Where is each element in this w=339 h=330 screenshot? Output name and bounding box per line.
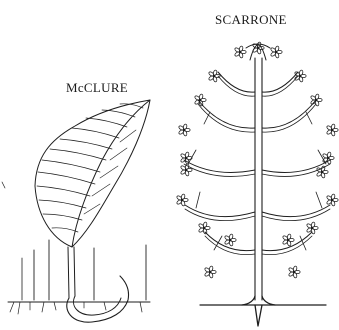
cluster-center	[199, 99, 201, 101]
cluster-center	[185, 169, 187, 171]
scarrone-branch	[262, 100, 316, 128]
leaf-vein	[86, 118, 127, 127]
leaf-vein	[37, 186, 90, 196]
leaf-vein	[120, 130, 136, 142]
cluster-center	[331, 129, 333, 131]
scarrone-branch	[218, 76, 255, 96]
leaf-cluster	[224, 234, 236, 247]
mcclure-rhizome	[67, 276, 129, 322]
cluster-center	[181, 199, 183, 201]
cluster-center	[331, 199, 333, 201]
leaf-cluster	[180, 164, 192, 177]
mcclure-rhizome-inner	[74, 296, 121, 315]
leaf-vein	[110, 148, 127, 160]
mcclure-left-tick	[2, 182, 5, 188]
cluster-center	[287, 239, 289, 241]
cluster-center	[257, 47, 259, 49]
cluster-center	[213, 75, 215, 77]
scarrone-twig	[316, 192, 322, 208]
leaf-cluster	[322, 152, 334, 165]
leaf-cluster	[178, 124, 190, 137]
scarrone-root-flare	[242, 296, 275, 326]
scarrone-twig	[306, 112, 312, 124]
scarrone-leaf-clusters	[176, 42, 338, 279]
cluster-center	[239, 51, 241, 53]
leaf-vein	[39, 200, 86, 208]
leaf-vein	[60, 139, 112, 149]
leaf-cluster	[204, 266, 216, 279]
mcclure-figure	[2, 100, 150, 322]
leaf-vein	[72, 128, 119, 138]
leaf-cluster	[326, 124, 338, 137]
leaf-cluster	[176, 194, 188, 207]
leaf-vein	[52, 228, 78, 232]
cluster-center	[183, 129, 185, 131]
leaf-cluster	[270, 46, 282, 59]
leaf-vein	[50, 149, 106, 160]
mcclure-roots	[10, 302, 142, 314]
scarrone-branch	[262, 160, 330, 172]
cluster-center	[209, 271, 211, 273]
leaf-cluster	[288, 266, 300, 279]
cluster-center	[185, 157, 187, 159]
mcclure-stem-b	[74, 247, 75, 296]
leaf-cluster	[306, 222, 318, 235]
leaf-vein	[92, 184, 110, 196]
cluster-center	[275, 51, 277, 53]
leaf-vein	[43, 214, 82, 220]
leaf-cluster	[310, 94, 322, 107]
leaf-cluster	[198, 222, 210, 235]
scarrone-branch	[184, 160, 255, 172]
cluster-center	[203, 227, 205, 229]
cluster-center	[293, 271, 295, 273]
cluster-center	[229, 239, 231, 241]
mcclure-leaf-outline	[35, 100, 150, 247]
leaf-cluster	[194, 94, 206, 107]
leaf-vein	[100, 166, 118, 178]
leaf-cluster	[234, 46, 246, 59]
scarrone-branch	[262, 164, 330, 176]
leaf-cluster	[326, 194, 338, 207]
cluster-center	[299, 75, 301, 77]
leaf-vein	[84, 204, 100, 214]
leaf-cluster	[294, 70, 306, 83]
leaf-cluster	[180, 152, 192, 165]
cluster-center	[321, 171, 323, 173]
leaf-cluster	[282, 234, 294, 247]
cluster-center	[315, 99, 317, 101]
leaf-vein	[38, 172, 95, 184]
leaf-cluster	[316, 166, 328, 179]
leaf-vein	[42, 160, 100, 172]
scarrone-twig	[196, 192, 200, 208]
mcclure-stem-a	[68, 247, 69, 298]
scarrone-branch	[262, 232, 312, 251]
cluster-center	[311, 227, 313, 229]
cluster-center	[327, 157, 329, 159]
scarrone-branch	[262, 76, 298, 96]
scarrone-branch	[198, 100, 255, 128]
scarrone-figure	[176, 42, 338, 326]
